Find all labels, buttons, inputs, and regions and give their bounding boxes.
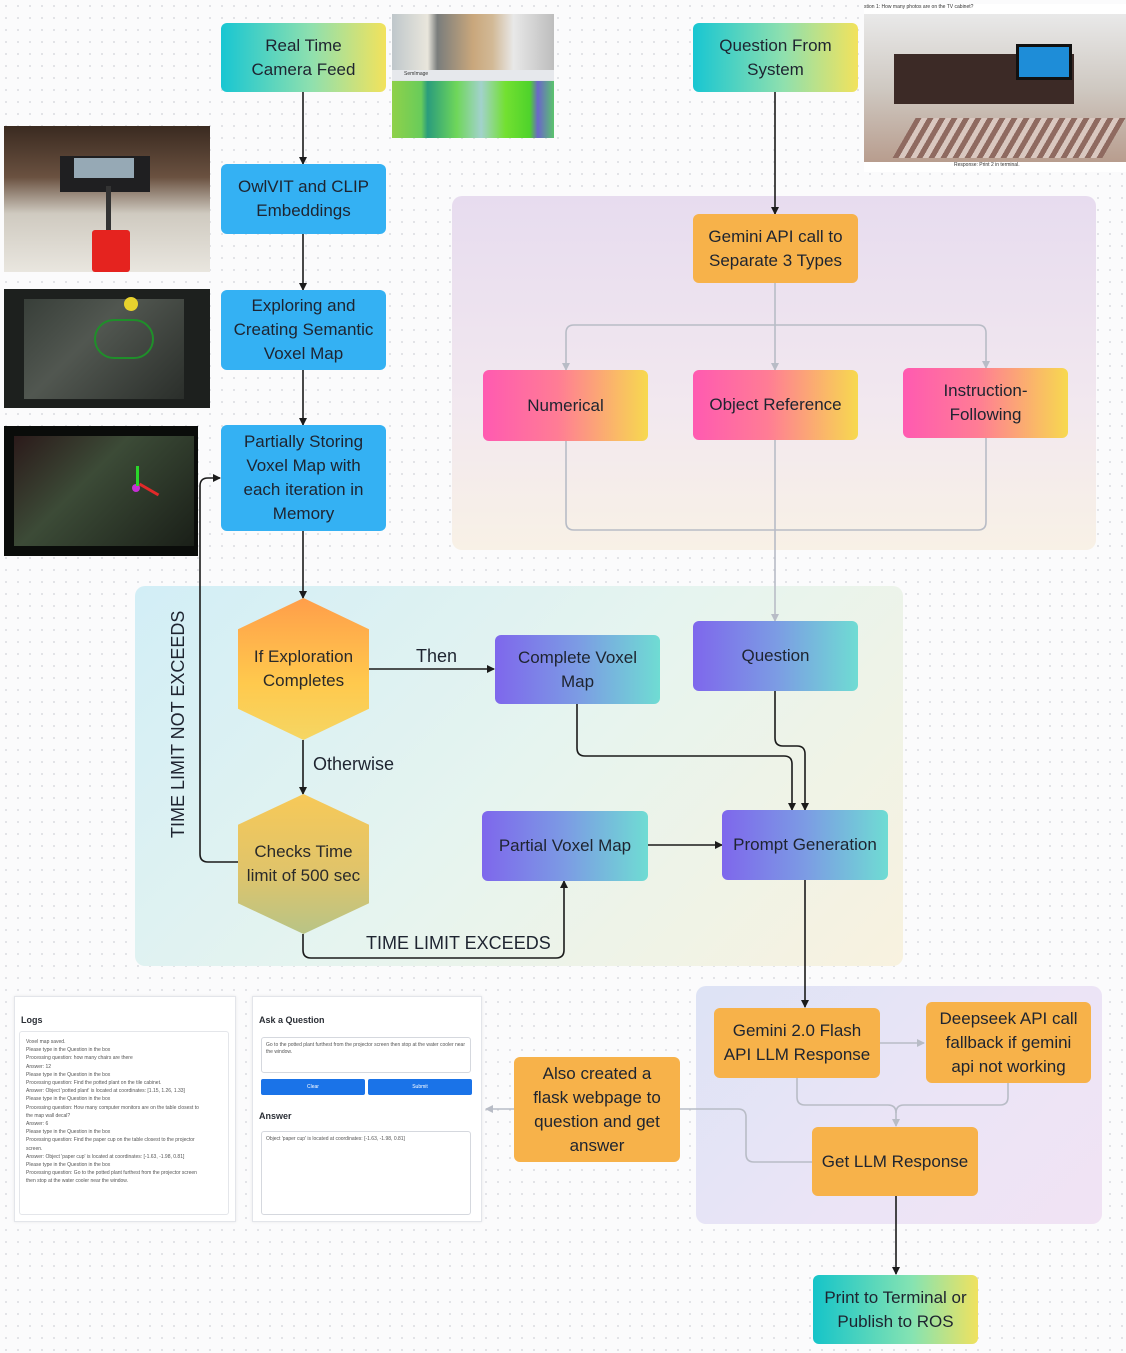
log-line: screen. (26, 1145, 43, 1152)
gemini-flash-node: Gemini 2.0 Flash API LLM Response (714, 1008, 880, 1078)
log-line: Processing question: How many computer m… (26, 1104, 199, 1111)
question-input[interactable]: Go to the potted plant furthest from the… (261, 1037, 471, 1073)
time-limit-exceeds-label: TIME LIMIT EXCEEDS (366, 933, 551, 953)
otherwise-label: Otherwise (313, 754, 395, 774)
logs-box: Voxel map saved. Please type in the Quest… (19, 1031, 229, 1215)
log-line: the map wall decal? (26, 1112, 71, 1119)
numerical-node: Numerical (483, 370, 648, 441)
log-line: Please type in the Question in the box (26, 1129, 111, 1136)
edge-flash-get (796, 1078, 900, 1127)
ask-title: Ask a Question (259, 1015, 325, 1025)
question-node: Question (693, 621, 858, 691)
question-screen-image: stion 1: How many photos are on the TV c… (864, 4, 1126, 172)
partial-storing-node: Partially Storing Voxel Map with each it… (221, 425, 386, 531)
log-line: Voxel map saved. (26, 1039, 66, 1045)
object-reference-node: Object Reference (693, 370, 858, 440)
edge-time-not-exceeds (199, 474, 238, 863)
log-line: Answer: 12 (26, 1063, 52, 1070)
log-line: Processing question: Find the potted pla… (26, 1080, 162, 1087)
exploring-node: Exploring and Creating Semantic Voxel Ma… (221, 290, 386, 370)
answer-box: Object 'paper cup' is located at coordin… (261, 1131, 471, 1215)
logs-title: Logs (21, 1015, 43, 1025)
edge-complete-prompt (576, 704, 796, 811)
edge-split-instruction (775, 324, 990, 369)
log-line: Please type in the Question in the box (26, 1047, 111, 1054)
complete-voxel-node: Complete Voxel Map (495, 635, 660, 704)
get-llm-response-node: Get LLM Response (812, 1127, 978, 1196)
owlvit-clip-node: OwlVIT and CLIP Embeddings (221, 164, 386, 234)
voxel-map-image (4, 426, 198, 556)
edge-time-exceeds (302, 880, 568, 959)
log-line: Processing question: how many chairs are… (26, 1055, 133, 1062)
question-caption: stion 1: How many photos are on the TV c… (864, 4, 974, 10)
log-line: Answer: Object 'potted plant' is located… (26, 1088, 185, 1095)
semantic-map-image (4, 289, 210, 408)
log-line: then stop at the water cooler near the w… (26, 1178, 129, 1185)
log-line: Please type in the Question in the box (26, 1162, 111, 1169)
print-ros-node: Print to Terminal or Publish to ROS (813, 1275, 978, 1344)
flask-webpage-node: Also created a flask webpage to question… (514, 1057, 680, 1162)
question-from-system-node: Question From System (693, 23, 858, 92)
edge-get-flask (680, 1108, 812, 1163)
time-limit-not-exceeds-label: TIME LIMIT NOT EXCEEDS (168, 610, 188, 838)
sim-camera-views-image: SemImage (392, 14, 554, 138)
edge-split-numerical (562, 324, 775, 371)
then-label: Then (416, 646, 458, 666)
deepseek-node: Deepseek API call fallback if gemini api… (926, 1002, 1091, 1083)
clear-button[interactable]: Clear (261, 1079, 365, 1095)
instruction-following-node: Instruction- Following (903, 368, 1068, 438)
partial-voxel-node: Partial Voxel Map (482, 811, 648, 881)
edge-instruction-merge (775, 438, 987, 531)
robot-in-room-image (4, 126, 210, 272)
edge-deepseek-get (895, 1083, 1009, 1114)
submit-button[interactable]: Submit (368, 1079, 472, 1095)
ask-panel: Ask a Question Go to the potted plant fu… (252, 996, 482, 1222)
log-line: Processing question: Go to the potted pl… (26, 1170, 197, 1177)
log-line: Processing question: Find the paper cup … (26, 1137, 195, 1144)
checks-time-decision: Checks Time limit of 500 sec (238, 794, 369, 934)
edge-question-prompt (774, 691, 809, 811)
log-line: Answer: Object 'paper cup' is located at… (26, 1153, 185, 1160)
edge-numerical-merge (565, 441, 775, 531)
gemini-separate-node: Gemini API call to Separate 3 Types (693, 214, 858, 283)
response-caption: Response: Print 2 in terminal. (954, 162, 1020, 168)
logs-panel: Logs Voxel map saved. Please type in the … (14, 996, 236, 1222)
log-line: Answer: 6 (26, 1121, 49, 1128)
log-line: Please type in the Question in the box (26, 1071, 111, 1078)
if-exploration-decision: If Exploration Completes (238, 598, 369, 740)
semimage-label: SemImage (404, 71, 429, 77)
answer-title: Answer (259, 1111, 292, 1121)
camera-feed-node: Real Time Camera Feed (221, 23, 386, 92)
prompt-generation-node: Prompt Generation (722, 810, 888, 880)
log-line: Please type in the Question in the box (26, 1096, 111, 1103)
